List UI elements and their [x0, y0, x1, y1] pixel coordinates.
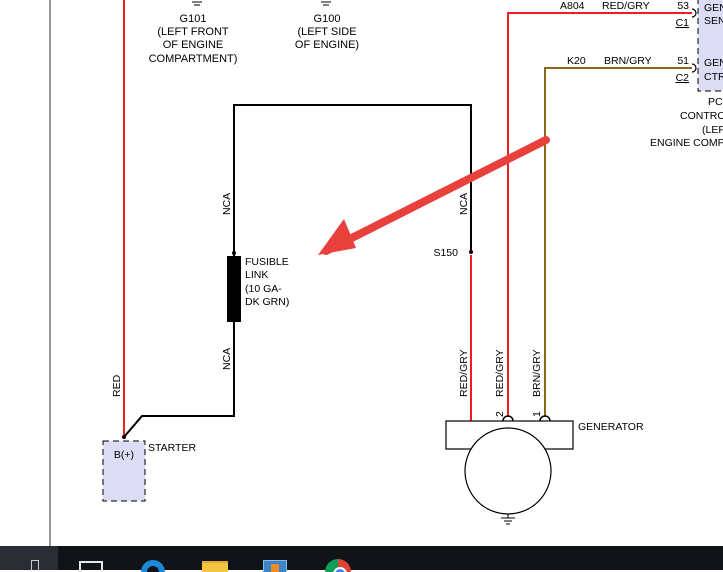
fusible-link-line2: LINK [245, 269, 268, 281]
annotation-arrow [322, 136, 550, 255]
generator-circle [464, 427, 552, 515]
wire-nca-top-left-label: NCA [221, 193, 233, 215]
generator-pin1-number: 1 [531, 411, 543, 417]
fusible-link-line1: FUSIBLE [245, 256, 289, 268]
windows-taskbar [0, 546, 723, 572]
ground-g100-symbol [321, 1, 331, 6]
pcm-pin51-socket [691, 63, 697, 73]
ground-g101-symbol [192, 1, 202, 6]
ground-g101-line2: OF ENGINE [163, 39, 224, 51]
app-icon[interactable] [263, 558, 289, 572]
ground-g100-line2: OF ENGINE) [295, 39, 359, 51]
starter-label: STARTER [148, 442, 196, 454]
wire-a804-red-gry [507, 12, 692, 417]
pcm-gen-ctrl-line1: GEN [704, 57, 723, 69]
fusible-link-line4: DK GRN) [245, 296, 289, 308]
wire-a804-color-label: RED/GRY [602, 0, 650, 12]
wire-a804-circuit-label: A804 [560, 0, 585, 12]
pcm-pin51-label: 51 [677, 55, 689, 67]
wire-k20-circuit-label: K20 [567, 55, 586, 67]
edge-browser-icon[interactable] [140, 558, 166, 572]
wire-gen-pin1-color-label: BRN/GRY [531, 349, 543, 397]
generator-pin2-loop [502, 415, 514, 422]
wire-k20-color-label: BRN/GRY [604, 55, 652, 67]
starter-component [102, 440, 146, 502]
starter-node [122, 435, 126, 439]
pcm-label-line2: CONTRO [680, 110, 723, 122]
ground-g101-line3: COMPARTMENT) [149, 53, 238, 65]
starter-terminal-label: B(+) [114, 449, 134, 461]
pcm-module [697, 0, 723, 92]
ground-g100-line1: (LEFT SIDE [297, 26, 356, 38]
pcm-label-line3: (LEF [702, 124, 723, 136]
wire-nca-bottom [123, 322, 235, 438]
wiring-diagram: G101 (LEFT FRONT OF ENGINE COMPARTMENT) … [49, 0, 723, 546]
ground-g100-id: G100 [314, 13, 341, 25]
wire-gen-pin2-color-label: RED/GRY [494, 349, 506, 397]
task-view-icon[interactable] [78, 558, 104, 572]
pcm-conn-c1-label: C1 [676, 17, 690, 29]
fusible-link-node-top [232, 251, 236, 255]
file-explorer-icon[interactable] [202, 558, 228, 572]
fusible-link-line3: (10 GA- [245, 283, 282, 295]
pcm-pin53-label: 53 [677, 0, 689, 12]
ground-g101-id: G101 [180, 13, 207, 25]
splice-s150-node [469, 250, 473, 254]
start-button[interactable] [0, 546, 58, 571]
start-icon [31, 560, 39, 571]
wire-nca-top-right-label: NCA [458, 193, 470, 215]
generator-label: GENERATOR [578, 421, 644, 433]
ground-g101-line1: (LEFT FRONT [157, 26, 229, 38]
pcm-label-line1: PC [708, 96, 723, 108]
pcm-gen-sense-line2: SEN [704, 15, 723, 27]
pcm-gen-sense-line1: GEN [704, 2, 723, 14]
generator-ground-symbol [501, 514, 515, 525]
pcm-label-line4: ENGINE COMP [650, 137, 723, 149]
pcm-pin53-socket [691, 8, 697, 18]
generator-pin2-number: 2 [494, 411, 506, 417]
wire-k20-brn-gry [544, 67, 692, 417]
splice-s150-label: S150 [433, 247, 458, 259]
wire-nca-bottom-label: NCA [221, 348, 233, 370]
wire-red-label: RED [111, 374, 123, 397]
fusible-link-body [227, 256, 241, 322]
generator-pin1-loop [539, 415, 551, 422]
wire-gen-b-color-label: RED/GRY [458, 349, 470, 397]
annotation-arrowhead [318, 219, 356, 255]
pcm-gen-ctrl-line2: CTR [704, 71, 723, 83]
pcm-conn-c2-label: C2 [676, 72, 690, 84]
